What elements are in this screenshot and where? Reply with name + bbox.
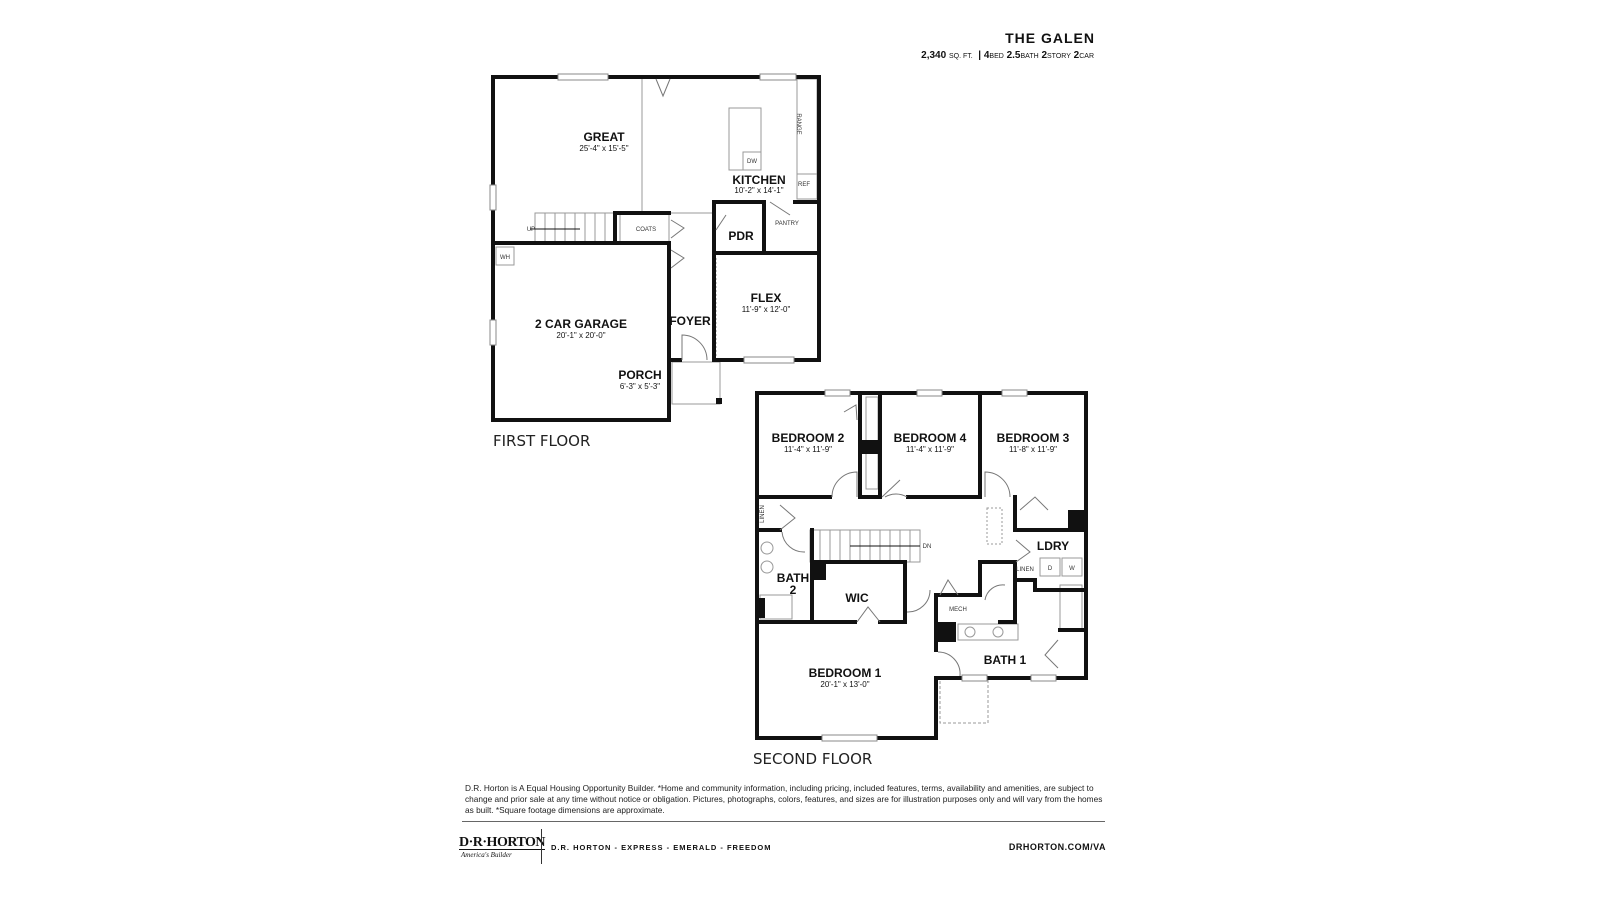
room-name-garage: 2 CAR GARAGE [535, 317, 627, 331]
room-name-kitchen: KITCHEN [732, 173, 785, 187]
cars-value: 2 [1073, 50, 1080, 61]
label-dryer: D [1048, 566, 1053, 572]
label-ref: REF [798, 182, 810, 188]
room-name-bath2-number: 2 [790, 583, 797, 597]
cars-unit: CAR [1079, 53, 1094, 60]
room-name-bath2: BATH [777, 571, 809, 585]
room-dim-great: 25'-4" x 15'-5" [579, 144, 628, 153]
room-dim-kitchen: 10'-2" x 14'-1" [734, 186, 783, 195]
room-dim-bedroom4: 11'-4" x 11'-9" [906, 445, 954, 454]
dr-horton-logo: D·R·HORTON [459, 835, 546, 850]
room-name-bedroom1: BEDROOM 1 [809, 666, 882, 680]
label-mech: MECH [949, 607, 967, 613]
label-linen-2: LINEN [1016, 567, 1034, 573]
sqft-value: 2,340 [921, 50, 947, 61]
label-pantry: PANTRY [775, 221, 799, 227]
logo-tagline: America's Builder [461, 851, 512, 859]
second-floor-plan [755, 389, 1088, 742]
room-dim-garage: 20'-1" x 20'-0" [556, 331, 605, 340]
room-name-bedroom3: BEDROOM 3 [997, 431, 1070, 445]
footer-separator [541, 829, 542, 864]
spec-separator: | [978, 50, 982, 61]
brand-list: D.R. HORTON - EXPRESS - EMERALD - FREEDO… [551, 843, 772, 852]
footer-divider [462, 821, 1105, 822]
room-name-wic: WIC [845, 591, 869, 605]
room-name-bedroom4: BEDROOM 4 [894, 431, 967, 445]
room-name-bath1: BATH 1 [984, 653, 1027, 667]
label-washer: W [1069, 566, 1075, 572]
baths-value: 2.5 [1006, 50, 1021, 61]
room-dim-porch: 6'-3" x 5'-3" [620, 382, 660, 391]
label-dn: DN [923, 544, 932, 550]
plan-title: THE GALEN [1005, 30, 1095, 46]
room-dim-bedroom3: 11'-8" x 11'-9" [1009, 445, 1057, 454]
room-name-great: GREAT [583, 130, 625, 144]
beds-unit: BED [989, 53, 1004, 60]
room-dim-bedroom1: 20'-1" x 13'-0" [820, 680, 869, 689]
website-link[interactable]: DRHORTON.COM/VA [1008, 842, 1106, 852]
label-coats: COATS [636, 227, 656, 233]
disclaimer: D.R. Horton is A Equal Housing Opportuni… [465, 783, 1103, 815]
stories-value: 2 [1041, 50, 1047, 61]
first-floor-plan [489, 73, 821, 422]
first-floor-label: FIRST FLOOR [493, 432, 590, 450]
label-linen: LINEN [760, 505, 766, 523]
room-dim-flex: 11'-9" x 12'-0" [742, 305, 791, 314]
room-name-flex: FLEX [751, 291, 782, 305]
room-name-ldry: LDRY [1037, 539, 1069, 553]
room-dim-bedroom2: 11'-4" x 11'-9" [784, 445, 832, 454]
sqft-unit: SQ. FT. [948, 53, 973, 60]
label-up: UP [527, 227, 535, 233]
label-range: RANGE [795, 113, 801, 134]
label-dw: DW [747, 159, 757, 165]
room-name-pdr: PDR [728, 229, 754, 243]
room-name-bedroom2: BEDROOM 2 [772, 431, 845, 445]
room-name-foyer: FOYER [669, 314, 711, 328]
label-wh: WH [500, 255, 510, 261]
second-floor-label: SECOND FLOOR [753, 750, 872, 768]
stories-unit: STORY [1047, 53, 1071, 60]
room-name-porch: PORCH [618, 368, 661, 382]
baths-unit: BATH [1020, 53, 1039, 60]
beds-value: 4 [983, 50, 990, 61]
plan-specs: 2,340 SQ. FT. | 4BED 2.5BATH 2STORY 2CAR [921, 50, 1094, 61]
